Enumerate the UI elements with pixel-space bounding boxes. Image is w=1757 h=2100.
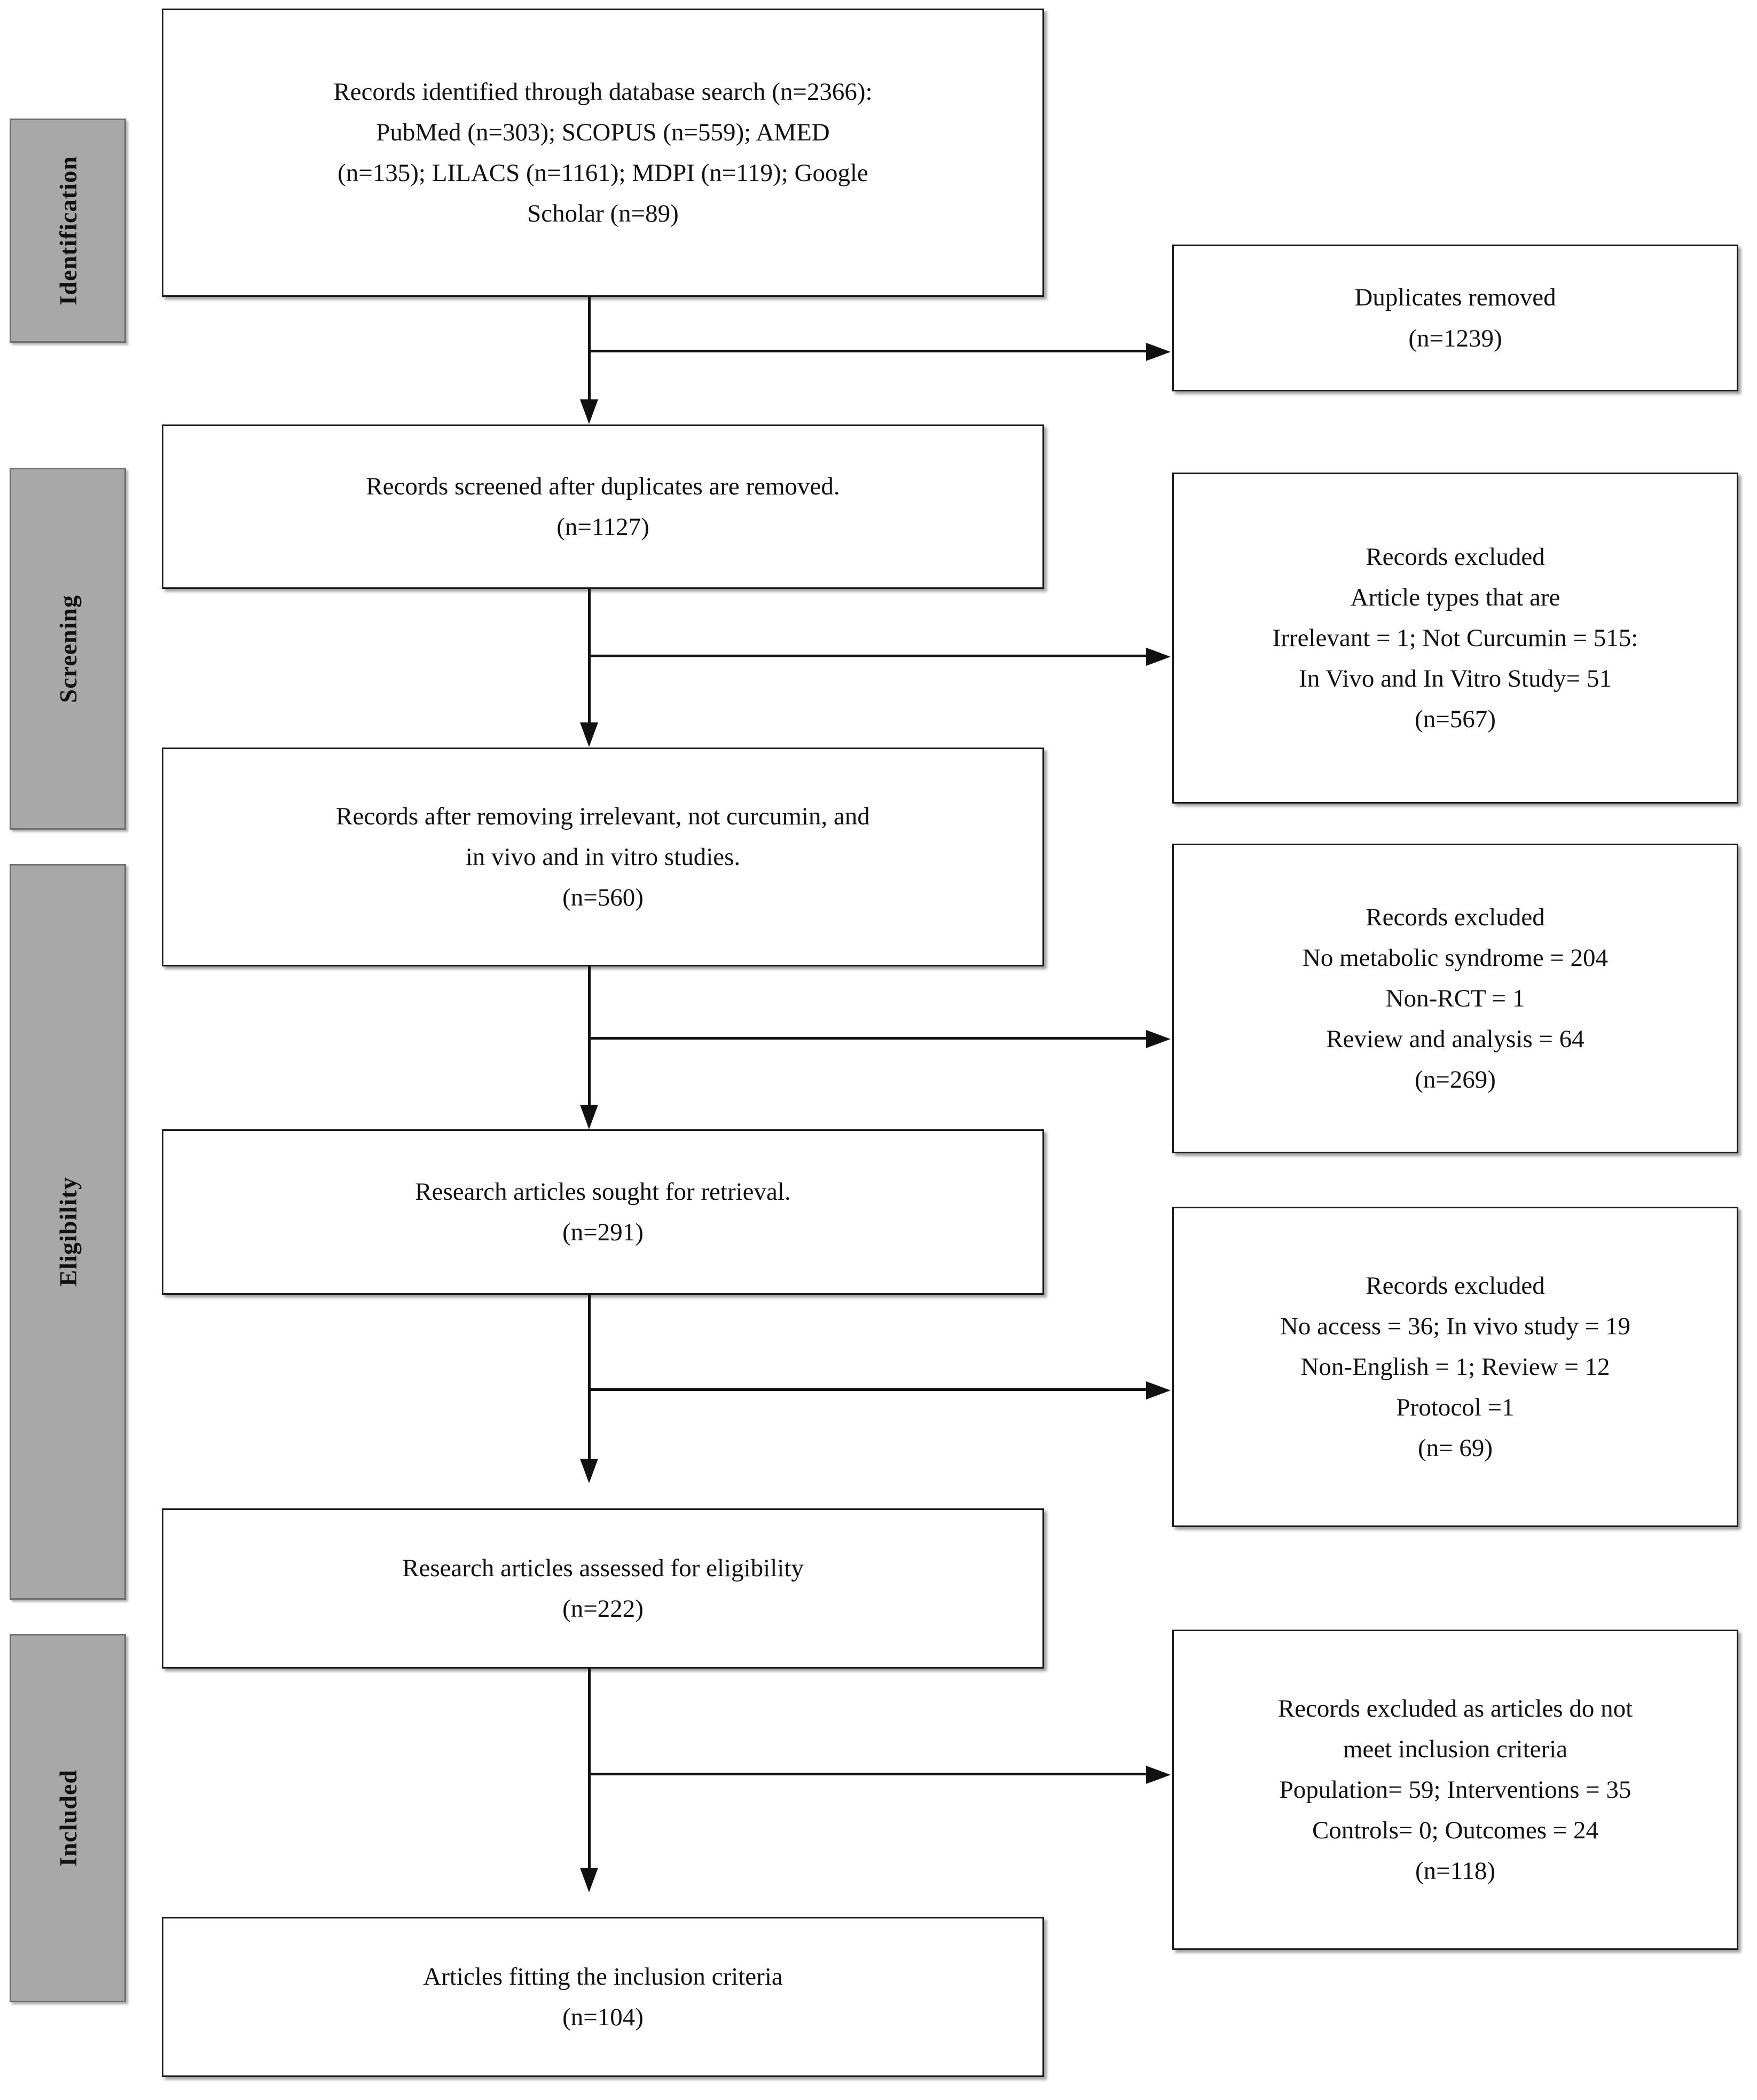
- arrow-down-sought-to-assessed: [580, 1459, 598, 1483]
- connector-hline-to-article-types-excluded: [588, 655, 1148, 657]
- stage-bar-included: Included: [10, 1634, 126, 2002]
- flow-box-line: Articles fitting the inclusion criteria: [423, 1962, 783, 1991]
- arrow-right-to-duplicates-removed: [1146, 343, 1171, 361]
- exclusion-box-line: Non-English = 1; Review = 12: [1300, 1352, 1610, 1381]
- exclusion-box-no-access: Records excluded No access = 36; In vivo…: [1172, 1207, 1738, 1527]
- flow-box-line: Records identified through database sear…: [333, 77, 873, 106]
- flow-box-line: Records screened after duplicates are re…: [366, 472, 840, 500]
- connector-hline-to-no-metabolic-syndrome: [588, 1037, 1148, 1040]
- exclusion-box-line: Records excluded: [1366, 903, 1545, 931]
- flow-box-line: (n=1127): [556, 513, 649, 541]
- exclusion-box-line: Records excluded: [1366, 542, 1545, 571]
- arrow-right-to-article-types-excluded: [1146, 648, 1171, 666]
- exclusion-box-line: Records excluded as articles do not: [1277, 1694, 1633, 1723]
- exclusion-box-line: Records excluded: [1366, 1271, 1545, 1300]
- exclusion-box-line: Duplicates removed: [1354, 284, 1556, 312]
- flow-box-articles-sought: Research articles sought for retrieval. …: [162, 1129, 1044, 1295]
- exclusion-box-duplicates-removed: Duplicates removed (n=1239): [1172, 245, 1738, 391]
- exclusion-box-line: In Vivo and In Vitro Study= 51: [1299, 665, 1612, 693]
- exclusion-box-line: Population= 59; Interventions = 35: [1279, 1775, 1632, 1804]
- arrow-down-assessed-to-included: [580, 1868, 598, 1892]
- arrow-right-to-no-metabolic-syndrome: [1146, 1030, 1171, 1048]
- flow-box-line: (n=104): [562, 2003, 644, 2031]
- flow-box-line: in vivo and in vitro studies.: [465, 843, 741, 871]
- connector-vline-sought-to-assessed: [588, 1295, 591, 1460]
- exclusion-box-line: meet inclusion criteria: [1343, 1735, 1568, 1763]
- arrow-down-identified-to-screened: [580, 399, 598, 424]
- flow-box-line: PubMed (n=303); SCOPUS (n=559); AMED: [376, 118, 830, 146]
- arrow-right-to-no-access-excluded: [1146, 1381, 1171, 1399]
- flow-box-line: Research articles assessed for eligibili…: [402, 1554, 804, 1582]
- exclusion-box-line: (n=567): [1415, 705, 1496, 734]
- connector-vline-assessed-to-included: [588, 1669, 591, 1869]
- arrow-down-screened-to-after-removing: [580, 722, 598, 747]
- connector-hline-to-duplicates-removed: [588, 350, 1148, 352]
- exclusion-box-line: Protocol =1: [1396, 1394, 1515, 1422]
- exclusion-box-line: Review and analysis = 64: [1326, 1025, 1585, 1053]
- exclusion-box-line: (n= 69): [1417, 1434, 1493, 1462]
- connector-hline-to-inclusion-criteria-excluded: [588, 1773, 1148, 1775]
- arrow-down-after-removing-to-sought: [580, 1105, 598, 1129]
- stage-label-included: Included: [54, 1769, 82, 1867]
- exclusion-box-no-metabolic-syndrome: Records excluded No metabolic syndrome =…: [1172, 844, 1738, 1153]
- flow-box-line: Records after removing irrelevant, not c…: [336, 802, 870, 830]
- stage-bar-identification: Identification: [10, 119, 126, 343]
- exclusion-box-inclusion-criteria: Records excluded as articles do not meet…: [1172, 1630, 1738, 1950]
- exclusion-box-line: No metabolic syndrome = 204: [1302, 943, 1609, 972]
- flow-box-articles-included: Articles fitting the inclusion criteria …: [162, 1917, 1044, 2077]
- flow-box-records-identified: Records identified through database sear…: [162, 9, 1044, 297]
- stage-label-identification: Identification: [54, 156, 82, 305]
- stage-label-screening: Screening: [54, 594, 82, 703]
- exclusion-box-line: Irrelevant = 1; Not Curcumin = 515:: [1272, 624, 1638, 652]
- exclusion-box-line: Controls= 0; Outcomes = 24: [1312, 1816, 1599, 1845]
- flow-box-line: (n=560): [562, 884, 644, 912]
- connector-vline-identified-to-screened: [588, 297, 591, 401]
- stage-label-eligibility: Eligibility: [54, 1177, 82, 1287]
- flow-box-line: Research articles sought for retrieval.: [415, 1177, 791, 1206]
- flow-box-line: Scholar (n=89): [527, 200, 679, 228]
- flow-box-line: (n=222): [562, 1595, 644, 1623]
- exclusion-box-line: No access = 36; In vivo study = 19: [1280, 1312, 1631, 1340]
- exclusion-box-line: Article types that are: [1350, 583, 1560, 611]
- flow-box-line: (n=291): [562, 1218, 644, 1246]
- flow-box-records-screened: Records screened after duplicates are re…: [162, 424, 1044, 589]
- arrow-right-to-inclusion-criteria-excluded: [1146, 1766, 1171, 1784]
- exclusion-box-line: (n=118): [1415, 1857, 1496, 1885]
- exclusion-box-article-types: Records excluded Article types that are …: [1172, 473, 1738, 804]
- exclusion-box-line: (n=1239): [1408, 324, 1502, 352]
- flow-box-line: (n=135); LILACS (n=1161); MDPI (n=119); …: [338, 159, 868, 187]
- exclusion-box-line: Non-RCT = 1: [1385, 984, 1525, 1012]
- stage-bar-screening: Screening: [10, 468, 126, 830]
- connector-vline-after-removing-to-sought: [588, 966, 591, 1106]
- connector-hline-to-no-access-excluded: [588, 1388, 1148, 1391]
- flow-box-articles-assessed: Research articles assessed for eligibili…: [162, 1508, 1044, 1669]
- stage-bar-eligibility: Eligibility: [10, 864, 126, 1600]
- flow-box-records-after-removing: Records after removing irrelevant, not c…: [162, 748, 1044, 966]
- exclusion-box-line: (n=269): [1415, 1066, 1496, 1094]
